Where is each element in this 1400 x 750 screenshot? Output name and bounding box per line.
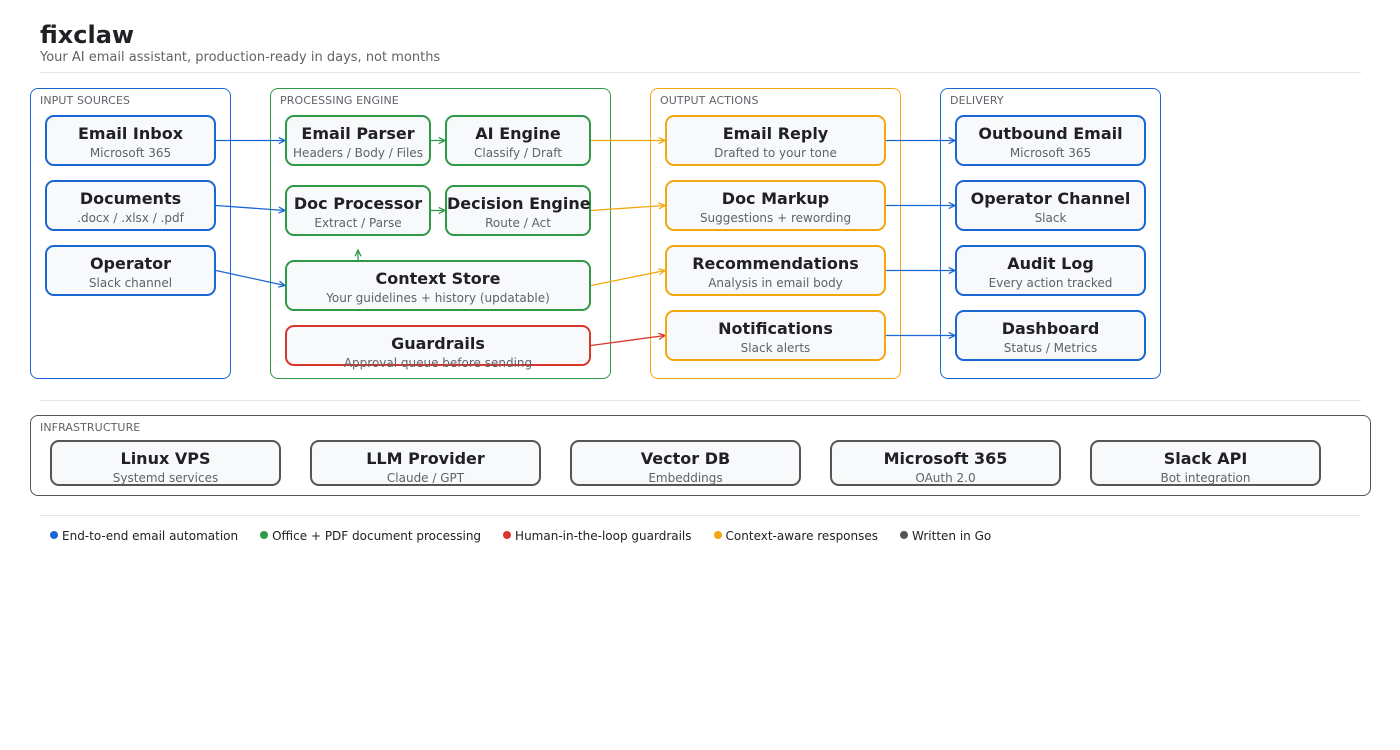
node-outbound-email: Outbound Email Microsoft 365 bbox=[955, 115, 1146, 166]
node-audit-log: Audit Log Every action tracked bbox=[955, 245, 1146, 296]
node-doc-markup: Doc Markup Suggestions + rewording bbox=[665, 180, 886, 231]
node-recommendations: Recommendations Analysis in email body bbox=[665, 245, 886, 296]
group-input-sources: INPUT SOURCES bbox=[30, 88, 231, 379]
group-label: PROCESSING ENGINE bbox=[280, 94, 399, 107]
legend-item: End-to-end email automation bbox=[50, 529, 238, 543]
node-title: Guardrails bbox=[391, 334, 485, 353]
legend-dot bbox=[503, 531, 512, 539]
node-subtitle: Bot integration bbox=[1160, 471, 1251, 485]
node-documents: Documents .docx / .xlsx / .pdf bbox=[45, 180, 216, 231]
legend-dot bbox=[260, 531, 269, 539]
group-output-actions: OUTPUT ACTIONS bbox=[650, 88, 901, 379]
node-title: Linux VPS bbox=[120, 449, 211, 468]
node-subtitle: Headers / Body / Files bbox=[293, 146, 423, 160]
node-subtitle: Route / Act bbox=[485, 216, 551, 230]
node-subtitle: Extract / Parse bbox=[314, 216, 402, 230]
node-email-inbox: Email Inbox Microsoft 365 bbox=[45, 115, 216, 166]
node-subtitle: Analysis in email body bbox=[708, 276, 843, 290]
legend: End-to-end email automation Office + PDF … bbox=[50, 529, 1013, 543]
node-operator-channel: Operator Channel Slack bbox=[955, 180, 1146, 231]
legend-label: Office + PDF document processing bbox=[272, 529, 482, 543]
group-label: INFRASTRUCTURE bbox=[40, 421, 141, 434]
node-email-parser: Email Parser Headers / Body / Files bbox=[285, 115, 431, 166]
node-subtitle: Suggestions + rewording bbox=[699, 211, 852, 225]
node-title: Slack API bbox=[1163, 449, 1248, 468]
node-subtitle: Slack channel bbox=[88, 276, 173, 290]
legend-label: Written in Go bbox=[912, 529, 992, 543]
legend-label: End-to-end email automation bbox=[62, 529, 239, 543]
legend-label: Human-in-the-loop guardrails bbox=[515, 529, 692, 543]
legend-dot bbox=[900, 531, 909, 539]
node-title: Notifications bbox=[718, 319, 833, 338]
node-title: Email Inbox bbox=[77, 124, 184, 143]
group-label: INPUT SOURCES bbox=[40, 94, 131, 107]
node-title: Email Reply bbox=[722, 124, 829, 143]
node-title: AI Engine bbox=[475, 124, 561, 143]
node-title: Documents bbox=[79, 189, 182, 208]
legend-item: Office + PDF document processing bbox=[260, 529, 481, 543]
node-title: Doc Markup bbox=[721, 189, 830, 208]
group-processing-engine: PROCESSING ENGINE bbox=[270, 88, 611, 379]
legend-item: Context-aware responses bbox=[713, 529, 879, 543]
node-llm-provider: LLM Provider Claude / GPT bbox=[310, 440, 541, 486]
node-ai-engine: AI Engine Classify / Draft bbox=[445, 115, 591, 166]
node-subtitle: .docx / .xlsx / .pdf bbox=[77, 211, 184, 225]
node-subtitle: Claude / GPT bbox=[386, 471, 465, 485]
legend-item: Written in Go bbox=[900, 529, 991, 543]
node-operator: Operator Slack channel bbox=[45, 245, 216, 296]
node-vector-db: Vector DB Embeddings bbox=[570, 440, 801, 486]
node-subtitle: Every action tracked bbox=[988, 276, 1113, 290]
node-dashboard: Dashboard Status / Metrics bbox=[955, 310, 1146, 361]
node-subtitle: Slack bbox=[1034, 211, 1067, 225]
node-title: Doc Processor bbox=[293, 194, 423, 213]
node-subtitle: Microsoft 365 bbox=[1009, 146, 1092, 160]
node-subtitle: Your guidelines + history (updatable) bbox=[326, 291, 550, 305]
node-notifications: Notifications Slack alerts bbox=[665, 310, 886, 361]
group-delivery: DELIVERY bbox=[940, 88, 1161, 379]
node-title: Microsoft 365 bbox=[883, 449, 1008, 468]
node-subtitle: Embeddings bbox=[648, 471, 723, 485]
node-title: Audit Log bbox=[1007, 254, 1094, 273]
group-label: OUTPUT ACTIONS bbox=[660, 94, 759, 107]
node-decision-engine: Decision Engine Route / Act bbox=[445, 185, 591, 236]
node-subtitle: Microsoft 365 bbox=[89, 146, 172, 160]
legend-dot bbox=[50, 531, 58, 539]
group-infrastructure: INFRASTRUCTURE bbox=[30, 415, 1371, 496]
legend-item: Human-in-the-loop guardrails bbox=[503, 529, 692, 543]
node-subtitle: Systemd services bbox=[112, 471, 219, 485]
node-title: Context Store bbox=[375, 269, 501, 288]
legend-dot bbox=[713, 531, 722, 539]
node-context-store: Context Store Your guidelines + history … bbox=[285, 260, 591, 311]
node-subtitle: Status / Metrics bbox=[1003, 341, 1098, 355]
node-subtitle: Drafted to your tone bbox=[714, 146, 837, 160]
node-linux-vps: Linux VPS Systemd services bbox=[50, 440, 281, 486]
node-microsoft-365: Microsoft 365 OAuth 2.0 bbox=[830, 440, 1061, 486]
divider bbox=[40, 400, 1361, 401]
group-label: DELIVERY bbox=[950, 94, 1004, 107]
legend-label: Context-aware responses bbox=[725, 529, 879, 543]
node-title: Decision Engine bbox=[447, 194, 591, 213]
node-title: Recommendations bbox=[692, 254, 859, 273]
node-subtitle: Classify / Draft bbox=[474, 146, 562, 160]
node-title: Operator bbox=[89, 254, 172, 273]
page-title: fixclaw bbox=[40, 21, 135, 49]
divider bbox=[40, 72, 1361, 73]
node-guardrails: Guardrails Approval queue before sending bbox=[285, 325, 591, 370]
node-slack-api: Slack API Bot integration bbox=[1090, 440, 1321, 486]
node-title: Dashboard bbox=[1001, 319, 1100, 338]
node-title: Email Parser bbox=[301, 124, 415, 143]
node-subtitle: Slack alerts bbox=[740, 341, 811, 355]
divider bbox=[40, 515, 1361, 516]
node-title: Outbound Email bbox=[978, 124, 1123, 143]
node-title: Operator Channel bbox=[970, 189, 1131, 208]
node-title: Vector DB bbox=[640, 449, 731, 468]
node-title: LLM Provider bbox=[366, 449, 485, 468]
node-subtitle: Approval queue before sending bbox=[343, 356, 533, 370]
node-subtitle: OAuth 2.0 bbox=[915, 471, 976, 485]
node-email-reply: Email Reply Drafted to your tone bbox=[665, 115, 886, 166]
page-subtitle: Your AI email assistant, production-read… bbox=[40, 50, 441, 65]
node-doc-processor: Doc Processor Extract / Parse bbox=[285, 185, 431, 236]
